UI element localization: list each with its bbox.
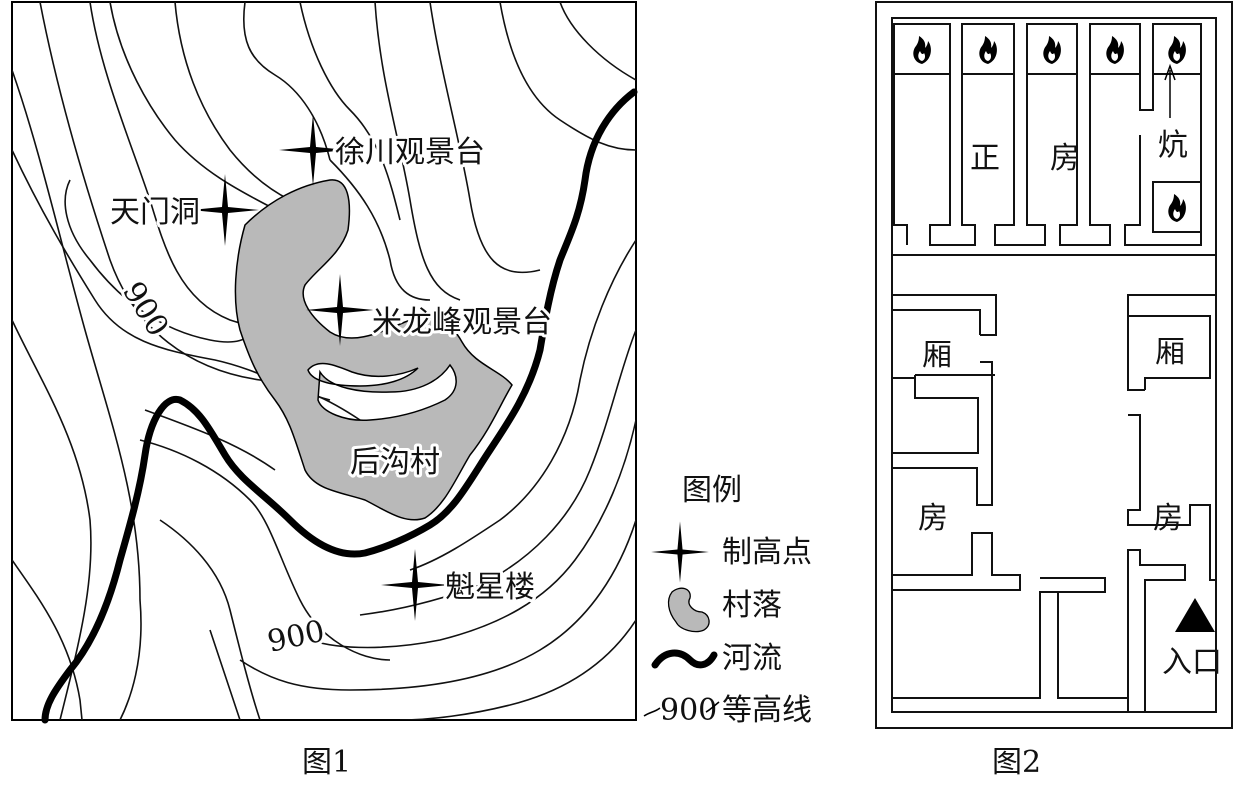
figure2-floorplan: 正 房 炕 厢 厢 房 房 入口 图2 <box>875 1 1233 780</box>
legend-title: 图例 <box>682 473 742 508</box>
fire-icon <box>1168 36 1186 64</box>
river-icon <box>651 649 718 669</box>
legend-label-river: 河流 <box>722 641 782 676</box>
main-house <box>893 23 1202 246</box>
figure1-caption: 图1 <box>302 745 351 780</box>
label-hougoucun: 后沟村 <box>350 445 440 480</box>
figure2-caption: 图2 <box>992 745 1041 780</box>
entrance-marker-icon <box>1175 598 1215 632</box>
fire-icon <box>1106 36 1124 64</box>
contour-lines <box>12 2 636 720</box>
fire-icon <box>913 36 931 64</box>
label-milongfeng: 米龙峰观景台 <box>372 305 552 340</box>
legend-label-summit: 制高点 <box>722 535 812 570</box>
legend-label-contour: 等高线 <box>722 693 812 728</box>
label-fang-main: 房 <box>1050 141 1080 176</box>
village-area <box>234 179 513 521</box>
label-xiang-right: 厢 <box>1155 335 1185 370</box>
label-kang: 炕 <box>1158 128 1188 163</box>
figure1-map: 徐川观景台 天门洞 米龙峰观景台 后沟村 魁星楼 900 900 图1 <box>11 1 638 780</box>
label-xuchuan: 徐川观景台 <box>335 135 485 170</box>
fire-icon <box>1168 194 1186 222</box>
label-kuixinglou: 魁星楼 <box>445 570 535 605</box>
label-entrance: 入口 <box>1162 645 1222 680</box>
village-icon <box>667 587 710 633</box>
label-fang-right: 房 <box>1153 501 1183 536</box>
fire-icon <box>1043 36 1061 64</box>
label-tianmendong: 天门洞 <box>110 195 200 230</box>
label-fang-left: 房 <box>918 501 948 536</box>
fire-icon <box>979 36 997 64</box>
legend: 图例 制高点 村落 河流 900 等高线 <box>643 473 812 728</box>
contour-icon: 900 <box>643 693 720 728</box>
label-xiang-left: 厢 <box>922 338 952 373</box>
legend-label-village: 村落 <box>722 588 782 623</box>
arrow-icon <box>1164 63 1176 118</box>
label-zheng: 正 <box>970 141 1000 176</box>
river <box>41 88 638 724</box>
outer-wall <box>875 1 1233 729</box>
inner-wall <box>891 17 1217 713</box>
star-cross-icon <box>651 521 709 583</box>
